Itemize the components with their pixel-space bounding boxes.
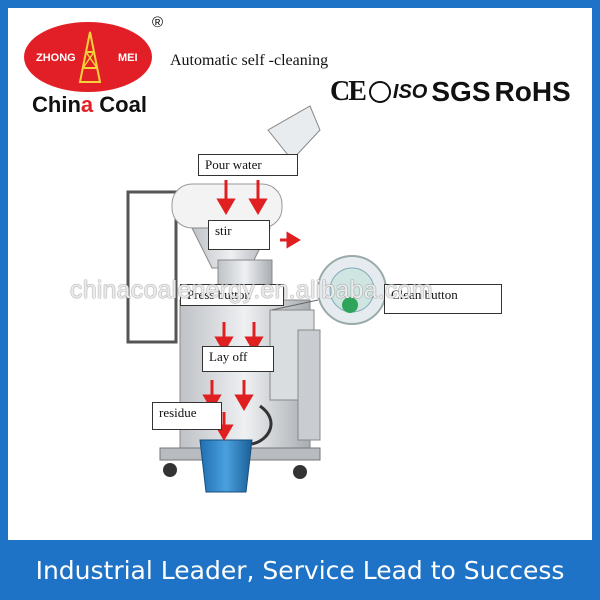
certification-marks: CE ISO SGS RoHS	[330, 72, 571, 112]
logo-left-word: ZHONG	[36, 52, 76, 64]
arrow-pour-1-head	[216, 198, 236, 215]
label-clean-button: Clean button	[384, 284, 502, 314]
globe-icon	[368, 81, 391, 103]
company-name-highlight: a	[80, 92, 94, 117]
watermark: chinacoalenergy.en.alibaba.com	[70, 276, 433, 304]
registered-mark: ®	[152, 14, 164, 31]
drain-hose	[251, 404, 273, 446]
iso-text: ISO	[392, 80, 428, 103]
iso-mark: ISO	[368, 80, 428, 104]
logo-emblem	[24, 22, 152, 92]
door-frame	[126, 190, 178, 344]
slogan-text: Industrial Leader, Service Lead to Succe…	[35, 555, 565, 585]
side-cabinet	[297, 329, 321, 441]
water-tray	[267, 105, 321, 161]
label-lay-off: Lay off	[202, 346, 274, 372]
clean-button-knob	[342, 297, 358, 313]
residue-bin	[199, 439, 253, 493]
arrow-stir-head	[286, 231, 301, 249]
company-name: China Coal	[32, 92, 147, 118]
pointer-line	[271, 299, 319, 311]
ce-mark: CE	[330, 76, 367, 107]
label-stir: stir	[208, 220, 270, 250]
wheel-right	[293, 465, 307, 479]
oil-derrick-icon	[78, 31, 102, 83]
arrow-press-1-head	[214, 336, 234, 353]
slogan-banner: Industrial Leader, Service Lead to Succe…	[0, 540, 600, 600]
label-pour-water: Pour water	[198, 154, 298, 176]
arrow-layoff-2-head	[234, 394, 254, 411]
page-heading: Automatic self -cleaning	[170, 52, 329, 69]
arrow-pour-2-head	[248, 198, 268, 215]
company-logo: ZHONG MEI ® China Coal	[14, 14, 164, 118]
logo-right-word: MEI	[118, 52, 138, 64]
wheel-left	[163, 463, 177, 477]
sgs-mark: SGS	[431, 76, 491, 107]
company-name-prefix: Chin	[32, 92, 81, 117]
label-residue: residue	[152, 402, 222, 430]
arrow-press-2-head	[244, 336, 264, 353]
company-name-suffix: Coal	[93, 92, 147, 117]
rohs-mark: RoHS	[494, 76, 571, 107]
label-press-button: Press button	[180, 284, 284, 306]
